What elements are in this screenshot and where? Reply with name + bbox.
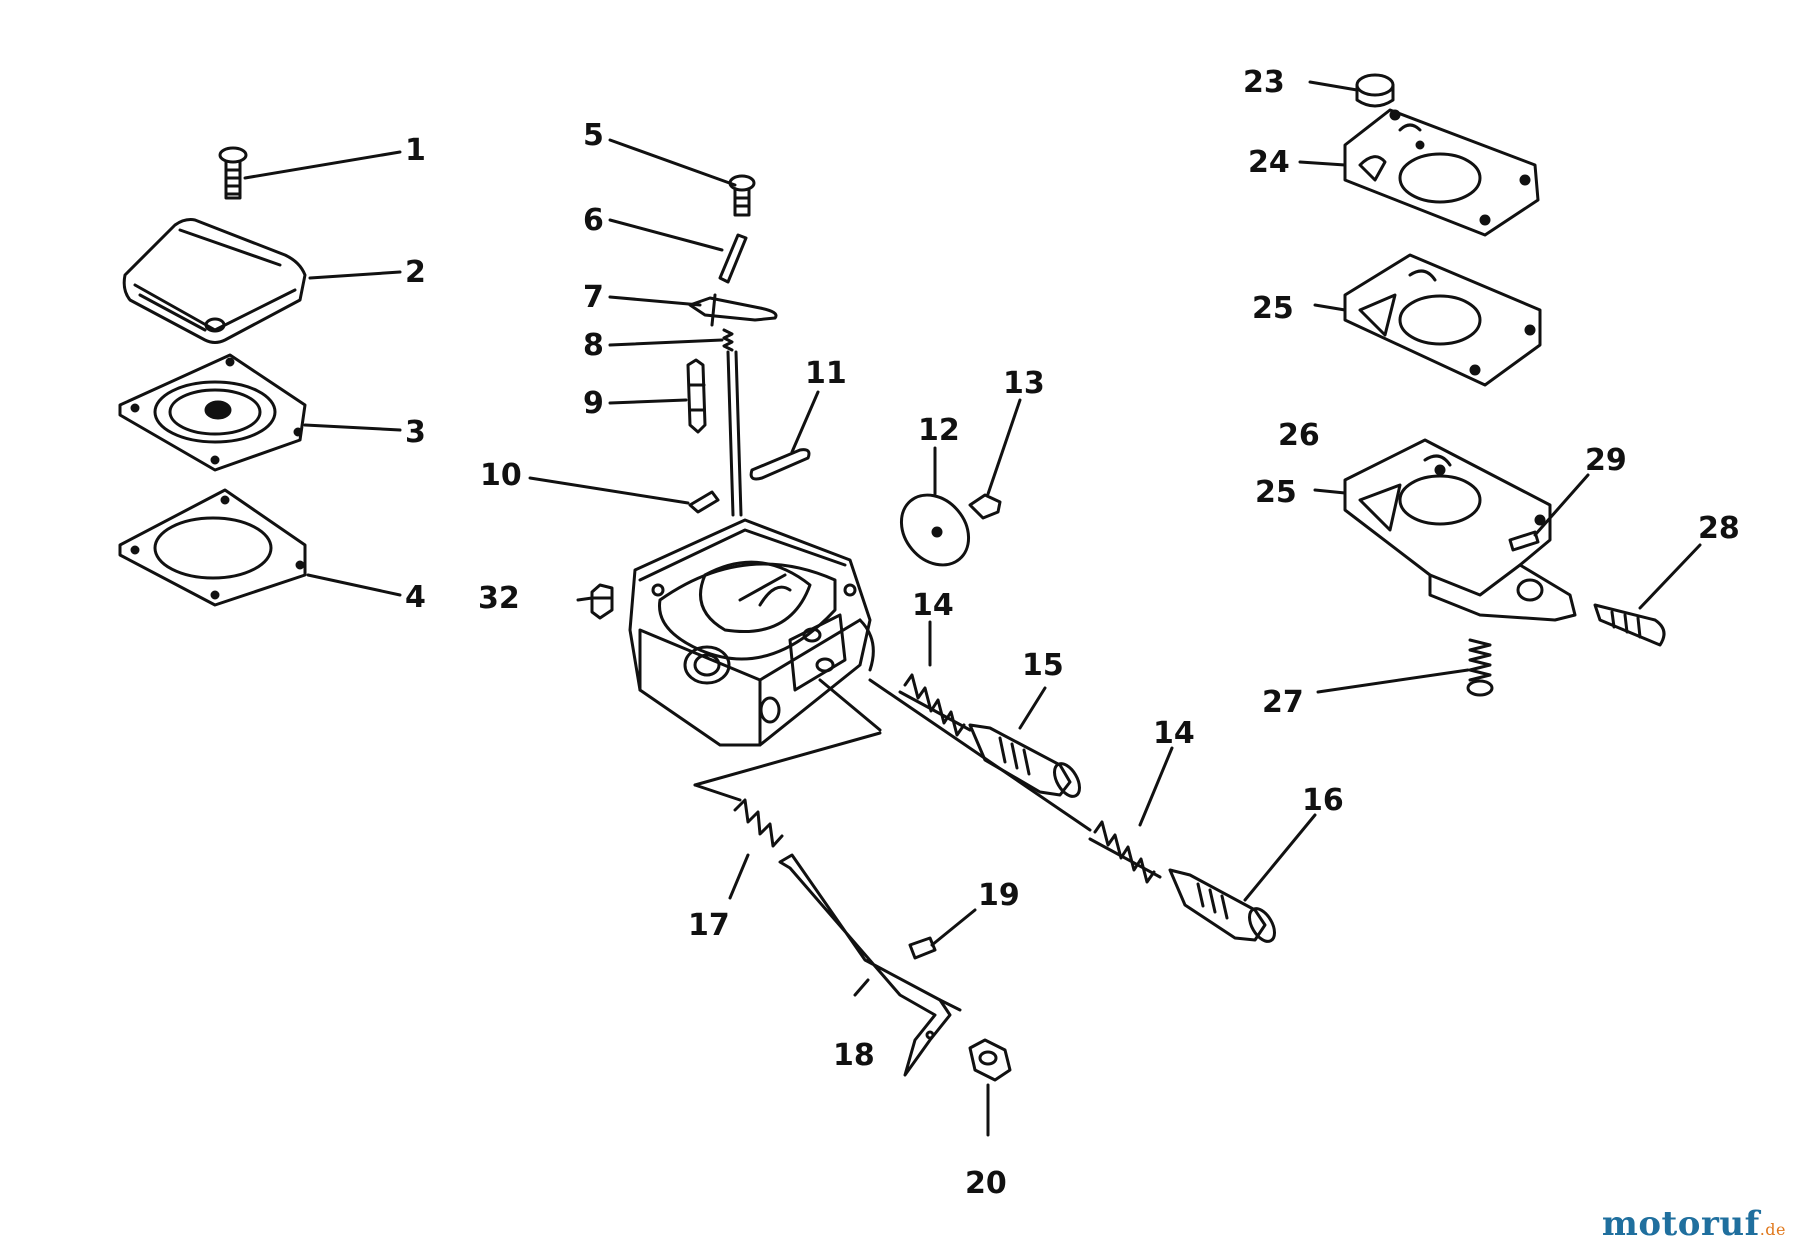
part-disc-12 xyxy=(899,493,971,567)
callout-24: 24 xyxy=(1248,145,1290,180)
part-spring-8 xyxy=(722,328,743,517)
callout-27: 27 xyxy=(1262,685,1304,720)
part-arm-18 xyxy=(778,853,962,1077)
part-lever-7 xyxy=(688,293,778,327)
callout-6: 6 xyxy=(583,203,604,238)
part-pump-26 xyxy=(1343,438,1577,622)
callout-12: 12 xyxy=(918,413,960,448)
callout-25a: 25 xyxy=(1252,291,1294,326)
callout-32: 32 xyxy=(478,581,520,616)
callout-14a: 14 xyxy=(912,588,954,623)
part-screw-1 xyxy=(218,146,248,200)
part-cover-2 xyxy=(122,218,307,344)
part-spring-14a xyxy=(898,673,972,737)
part-pin-10 xyxy=(688,490,720,514)
callout-18: 18 xyxy=(833,1038,875,1073)
callout-labels: 1 2 3 4 5 6 7 8 9 10 11 12 13 14 14 15 1… xyxy=(405,65,1740,1201)
part-link-11 xyxy=(749,448,811,481)
callout-13: 13 xyxy=(1003,366,1045,401)
watermark-main: motoruf xyxy=(1601,1204,1760,1244)
callout-25b: 25 xyxy=(1255,475,1297,510)
part-screw-28 xyxy=(1593,603,1666,647)
part-plate-24 xyxy=(1343,108,1540,237)
part-screw-15 xyxy=(968,723,1081,798)
part-screw-16 xyxy=(1168,868,1276,943)
callout-28: 28 xyxy=(1698,511,1740,546)
leader-lines xyxy=(243,80,1702,1137)
callout-14b: 14 xyxy=(1153,716,1195,751)
part-pin-29 xyxy=(1508,530,1540,552)
callout-23: 23 xyxy=(1243,65,1285,100)
watermark-logo: motoruf.de xyxy=(1602,1204,1786,1244)
part-nut-13 xyxy=(968,493,1002,520)
watermark-tld: .de xyxy=(1759,1220,1786,1239)
callout-5: 5 xyxy=(583,118,604,153)
part-pin-19 xyxy=(908,936,937,960)
part-spring-14b xyxy=(1088,820,1162,884)
part-cap-23 xyxy=(1355,73,1395,108)
callout-2: 2 xyxy=(405,255,426,290)
part-spring-27 xyxy=(1466,638,1494,697)
callout-16: 16 xyxy=(1302,783,1344,818)
part-needle-9 xyxy=(686,358,707,434)
callout-4: 4 xyxy=(405,580,426,615)
part-spring-17 xyxy=(693,731,882,848)
callout-17: 17 xyxy=(688,908,730,943)
callout-15: 15 xyxy=(1022,648,1064,683)
callout-11: 11 xyxy=(805,356,847,391)
part-nut-20 xyxy=(968,1038,1012,1082)
callout-19: 19 xyxy=(978,878,1020,913)
callout-26: 26 xyxy=(1278,418,1320,453)
part-screw-5 xyxy=(728,174,756,217)
callout-29: 29 xyxy=(1585,443,1627,478)
part-needle-rod-15 xyxy=(868,678,1092,832)
callout-3: 3 xyxy=(405,415,426,450)
callout-8: 8 xyxy=(583,328,604,363)
callout-1: 1 xyxy=(405,133,426,168)
part-diaphragm-3 xyxy=(118,353,307,472)
callout-9: 9 xyxy=(583,386,604,421)
part-gasket-4 xyxy=(118,488,307,607)
part-plug-32 xyxy=(590,583,614,620)
callout-10: 10 xyxy=(480,458,522,493)
callout-7: 7 xyxy=(583,280,604,315)
part-gasket-25a xyxy=(1343,253,1542,387)
carburetor-body xyxy=(628,518,882,747)
callout-20: 20 xyxy=(965,1166,1007,1201)
part-pin-6 xyxy=(718,233,748,284)
